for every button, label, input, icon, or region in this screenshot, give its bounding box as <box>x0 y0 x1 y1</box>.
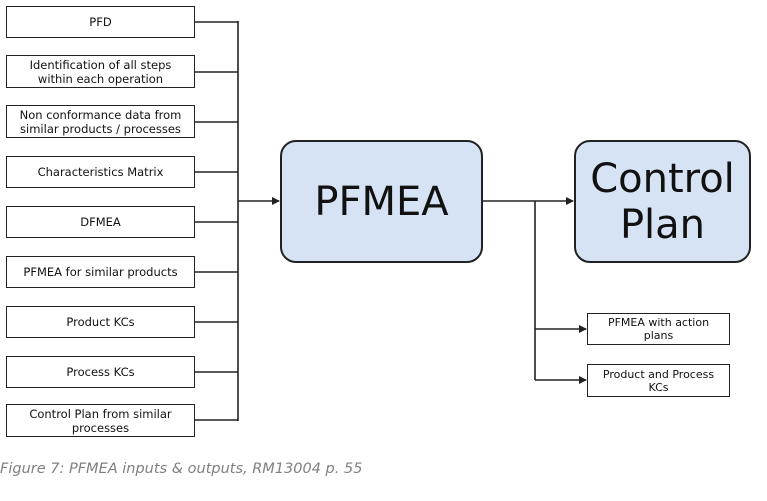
output-box-pfmea-action-plans: PFMEA with action plans <box>587 313 730 345</box>
input-box-process-kcs: Process KCs <box>6 356 195 388</box>
pfmea-process-box: PFMEA <box>280 140 483 263</box>
control-plan-process-box: Control Plan <box>574 140 751 263</box>
input-box-nonconformance-data: Non conformance data from similar produc… <box>6 105 195 138</box>
input-box-dfmea: DFMEA <box>6 206 195 238</box>
input-box-step-identification: Identification of all steps within each … <box>6 55 195 88</box>
figure-caption: Figure 7: PFMEA inputs & outputs, RM1300… <box>0 461 363 477</box>
input-box-pfd: PFD <box>6 6 195 38</box>
input-box-control-plan-similar: Control Plan from similar processes <box>6 404 195 437</box>
connector-lines <box>195 21 587 421</box>
input-box-characteristics-matrix: Characteristics Matrix <box>6 156 195 188</box>
input-box-product-kcs: Product KCs <box>6 306 195 338</box>
output-box-product-process-kcs: Product and Process KCs <box>587 364 730 397</box>
input-box-pfmea-similar-products: PFMEA for similar products <box>6 256 195 288</box>
pfmea-diagram: PFD Identification of all steps within e… <box>6 6 751 437</box>
